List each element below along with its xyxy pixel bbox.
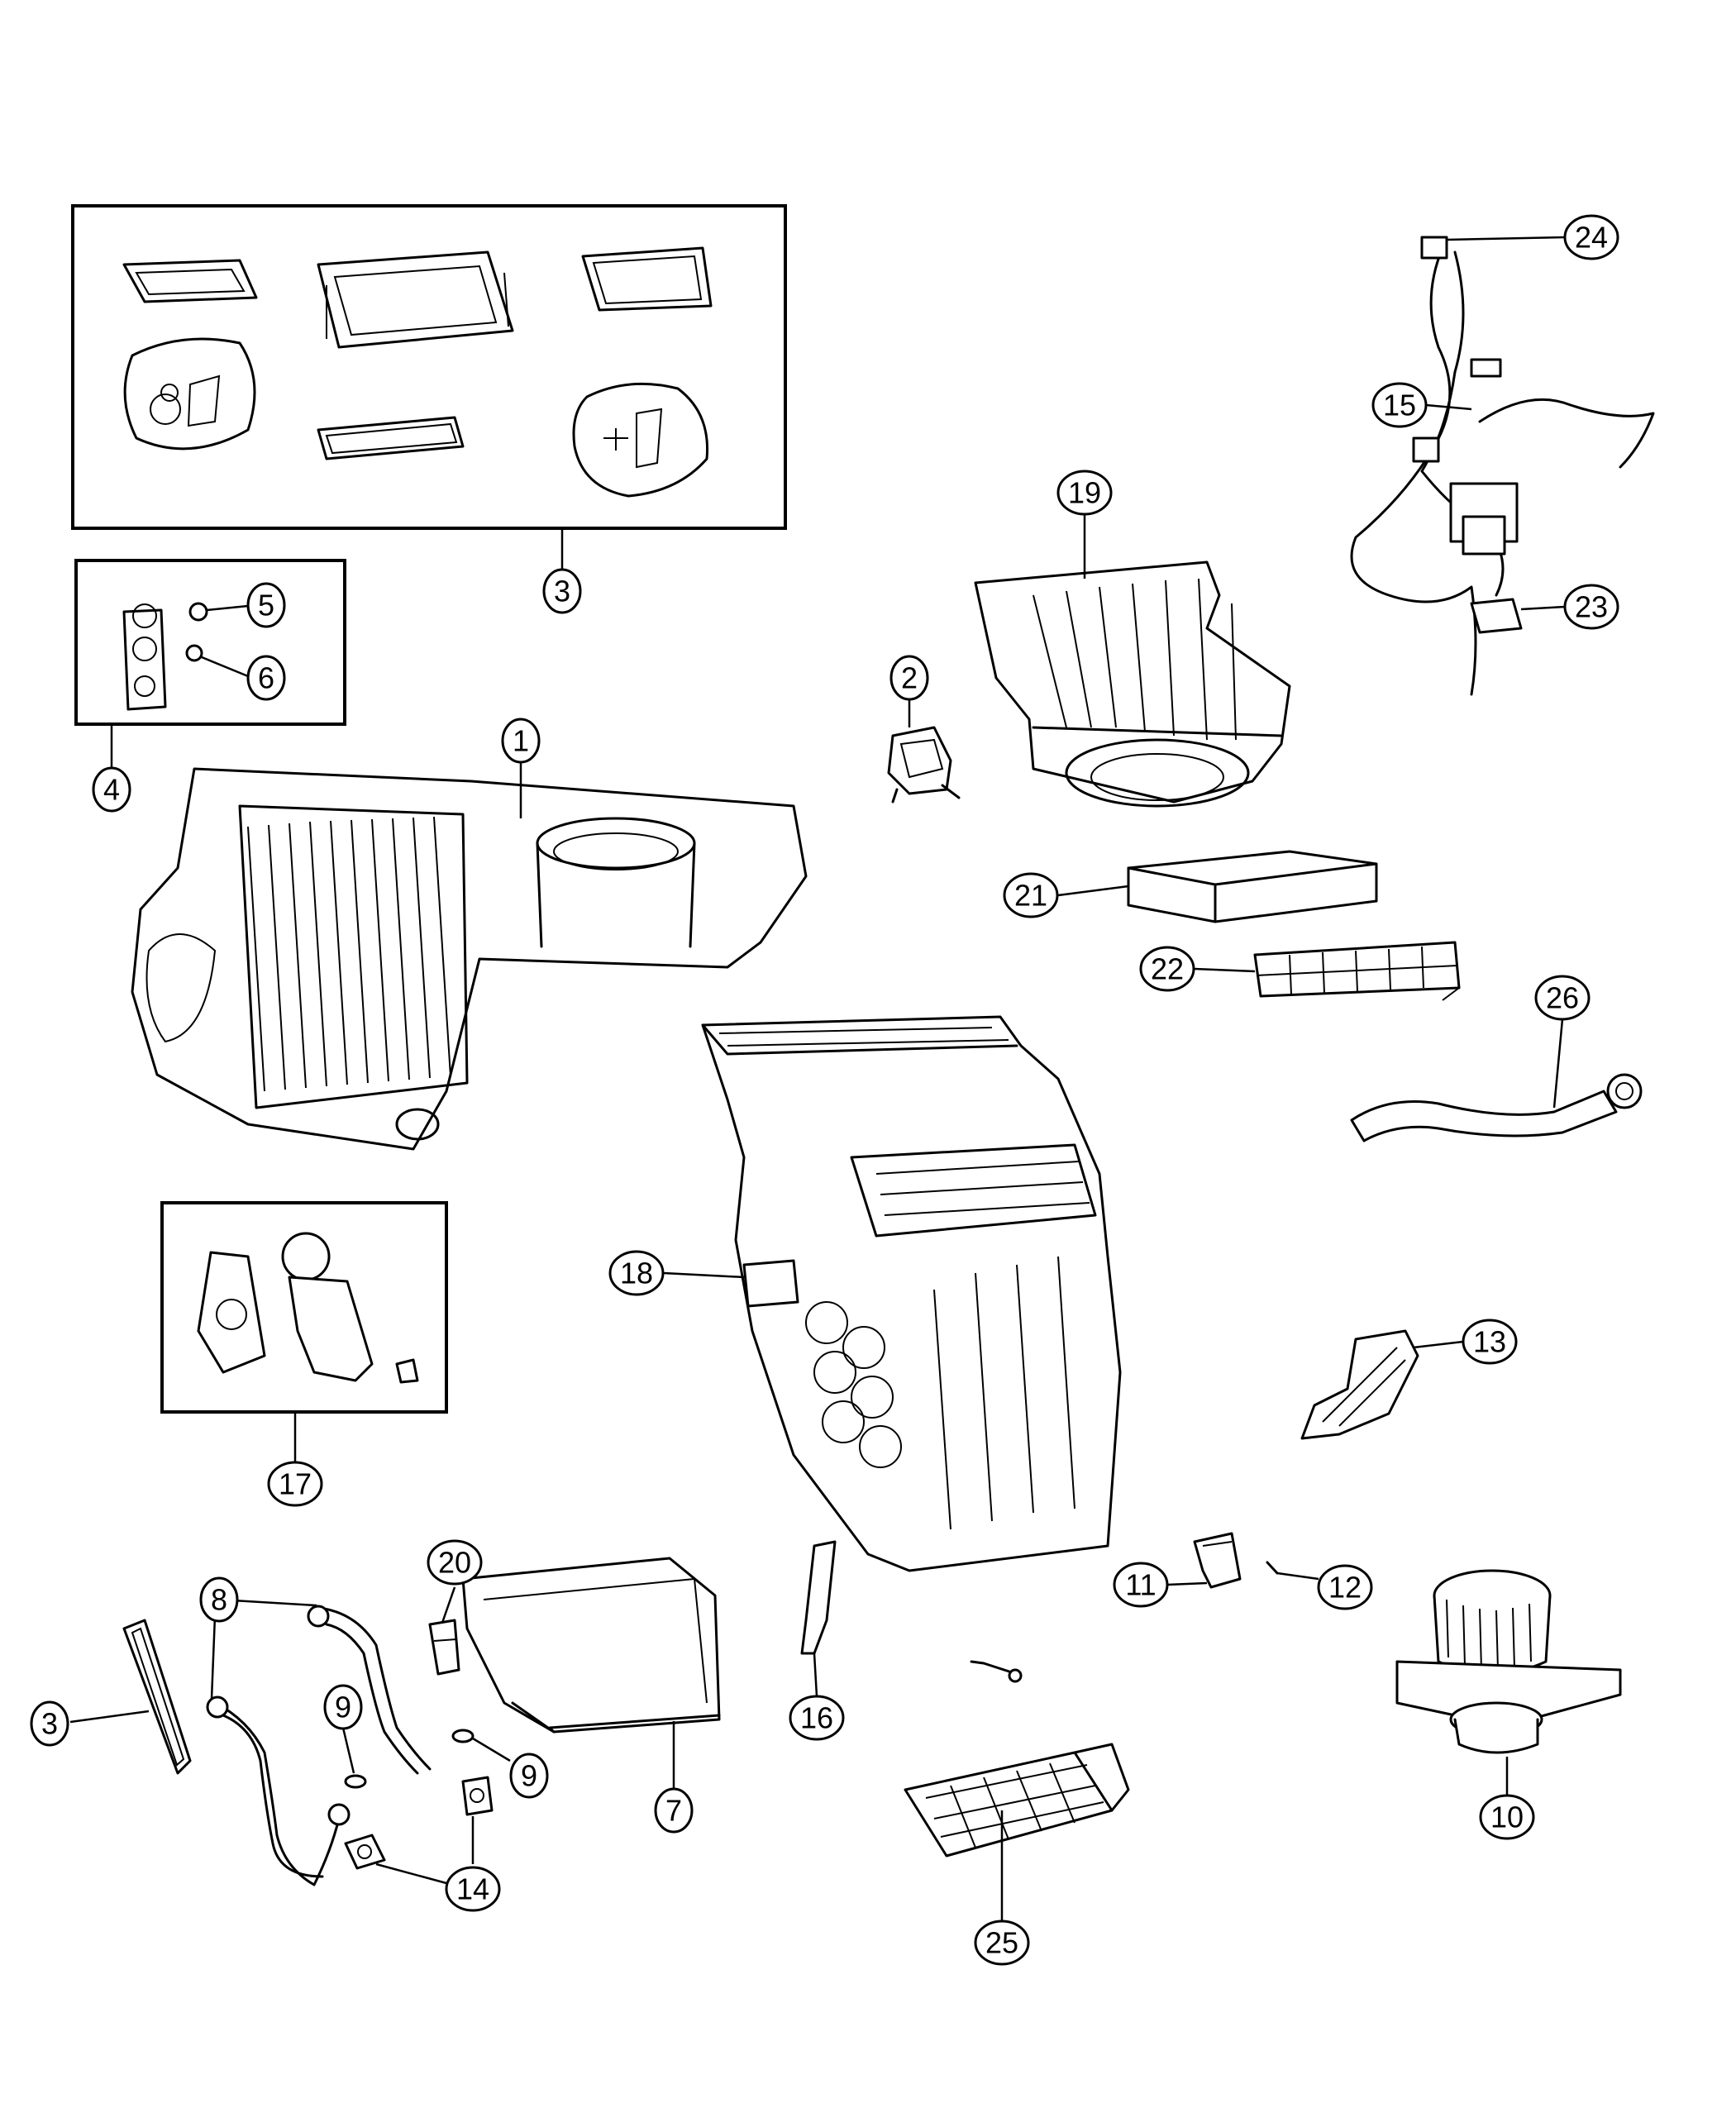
- callout-8: 8: [199, 1576, 239, 1623]
- cabin-air-filter: [1057, 850, 1378, 923]
- heater-core: [461, 1557, 721, 1790]
- seal-kit-part-flat-strip: [317, 416, 465, 460]
- callout-4: 4: [92, 766, 131, 813]
- svg-text:2: 2: [901, 661, 918, 695]
- o-ring-small-6: [185, 644, 203, 662]
- callout-3-bottom: 3: [30, 1700, 69, 1747]
- callout-17: 17: [267, 1461, 323, 1507]
- seal-kit-part-round-housing: [123, 337, 256, 451]
- callout-16: 16: [789, 1695, 845, 1741]
- svg-text:9: 9: [521, 1759, 537, 1793]
- callout-5: 5: [246, 582, 286, 628]
- callout-2: 2: [889, 655, 929, 701]
- seal-lower-left: [69, 1619, 192, 1775]
- svg-text:21: 21: [1014, 879, 1047, 913]
- expansion-valve-group: [74, 559, 346, 769]
- svg-text:4: 4: [103, 773, 120, 807]
- callout-19: 19: [1056, 470, 1113, 516]
- svg-text:3: 3: [554, 575, 570, 608]
- seal-kit-part-gasket-sheet: [572, 382, 709, 498]
- svg-text:10: 10: [1490, 1800, 1524, 1834]
- blower-resistor: [1166, 1532, 1242, 1589]
- callout-6: 6: [246, 655, 286, 701]
- svg-text:26: 26: [1546, 981, 1579, 1015]
- svg-text:25: 25: [985, 1926, 1018, 1960]
- blower-housing-upper: [974, 509, 1291, 808]
- actuator-motor: [887, 699, 961, 804]
- heater-hose: [1350, 1018, 1643, 1142]
- svg-text:17: 17: [279, 1467, 312, 1501]
- seal-kit-frame: [71, 204, 787, 530]
- heater-core-tubes: [206, 1598, 432, 1886]
- svg-text:1: 1: [513, 724, 529, 758]
- wiring-harness: [1350, 236, 1655, 696]
- callout-25: 25: [974, 1920, 1030, 1966]
- svg-text:16: 16: [800, 1701, 833, 1735]
- blower-motor-kit-group: [160, 1201, 448, 1463]
- svg-text:7: 7: [665, 1794, 682, 1828]
- callout-24: 24: [1563, 214, 1619, 260]
- callout-26: 26: [1534, 975, 1591, 1021]
- svg-text:19: 19: [1068, 476, 1101, 510]
- callout-22: 22: [1139, 946, 1195, 992]
- blower-motor: [1395, 1569, 1622, 1796]
- filter-grille: [1194, 941, 1461, 1001]
- callout-21: 21: [1003, 872, 1059, 918]
- svg-text:3: 3: [41, 1707, 58, 1741]
- bottom-grille: [904, 1743, 1130, 1922]
- expansion-valve-body: [122, 603, 167, 711]
- hvac-main-housing: [663, 1015, 1122, 1572]
- callout-9-left: 9: [323, 1684, 363, 1730]
- svg-text:22: 22: [1151, 952, 1184, 986]
- resistor-clip: [1266, 1561, 1319, 1581]
- svg-text:20: 20: [438, 1546, 471, 1580]
- callout-1: 1: [501, 718, 541, 764]
- callout-14: 14: [445, 1866, 501, 1912]
- blower-motor-kit-frame: [160, 1201, 448, 1414]
- callout-9-right: 9: [509, 1753, 549, 1799]
- seal-kit-part-small-rect: [122, 259, 258, 303]
- mounting-bracket: [428, 1586, 460, 1676]
- seal-kit-part-large-frame: [317, 250, 514, 349]
- svg-text:6: 6: [258, 661, 274, 695]
- svg-text:14: 14: [456, 1872, 489, 1906]
- svg-text:5: 5: [258, 589, 274, 622]
- drain-tube: [800, 1540, 837, 1697]
- callout-3-top: 3: [542, 568, 582, 614]
- seal-kit-group: [71, 204, 787, 570]
- svg-text:11: 11: [1125, 1568, 1156, 1602]
- callout-20: 20: [427, 1539, 483, 1586]
- svg-text:9: 9: [335, 1691, 351, 1724]
- callout-11: 11: [1113, 1562, 1169, 1608]
- callout-15: 15: [1371, 382, 1428, 428]
- svg-text:23: 23: [1575, 590, 1608, 624]
- evaporator-housing-assembly: [131, 756, 808, 1151]
- svg-text:24: 24: [1575, 221, 1608, 255]
- expansion-valve-frame: [74, 559, 346, 726]
- callout-18: 18: [608, 1250, 665, 1296]
- svg-text:15: 15: [1383, 389, 1416, 422]
- svg-text:8: 8: [211, 1583, 227, 1617]
- seal-kit-part-square-seal: [581, 246, 713, 312]
- callout-7: 7: [654, 1787, 694, 1834]
- temperature-sensor: [970, 1660, 1023, 1683]
- svg-text:12: 12: [1328, 1571, 1362, 1605]
- hose-seals: [344, 1776, 494, 1885]
- callout-23: 23: [1563, 584, 1619, 630]
- callout-13: 13: [1462, 1319, 1518, 1365]
- air-deflector: [1300, 1329, 1464, 1440]
- svg-text:18: 18: [620, 1257, 653, 1290]
- callout-10: 10: [1479, 1794, 1535, 1840]
- o-rings: [341, 1727, 511, 1789]
- svg-text:13: 13: [1473, 1325, 1506, 1359]
- o-ring-small-5: [188, 602, 208, 622]
- callout-12: 12: [1317, 1564, 1373, 1610]
